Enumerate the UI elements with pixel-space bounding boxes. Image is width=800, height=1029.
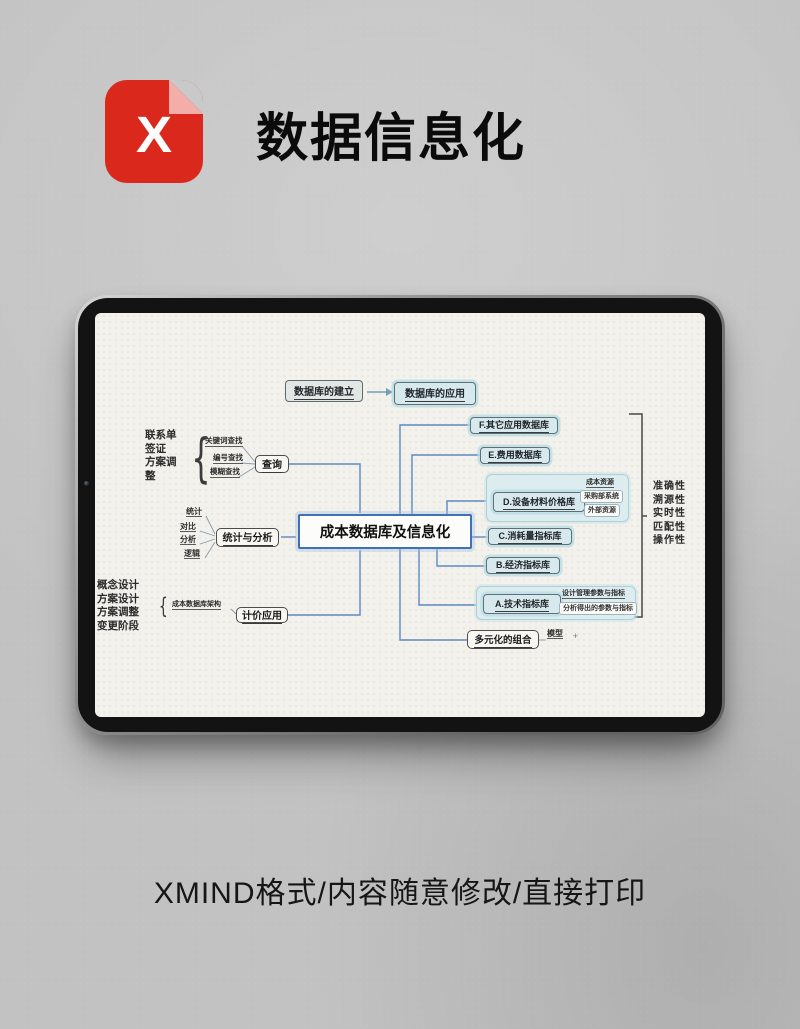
tablet-camera-icon (84, 481, 89, 486)
node-model: 模型 (547, 629, 563, 640)
node-a-child-1: 设计管理参数与指标 (562, 590, 625, 600)
pricing-note-2: 方案设计 (97, 592, 139, 605)
tablet-screen: 数据库的建立 数据库的应用 成本数据库及信息化 F.其它应用数据库 E.费用数据… (95, 313, 705, 717)
stats-child-2: 对比 (180, 522, 196, 533)
node-db-establish: 数据库的建立 (285, 380, 363, 402)
stats-child-4: 逻辑 (184, 549, 200, 560)
node-b-economic-db: B.经济指标库 (486, 557, 560, 574)
pricing-notes: 概念设计 方案设计 方案调整 变更阶段 (97, 579, 139, 633)
node-d-group: D.设备材料价格库 成本资源 采购部系统 外部资源 (486, 474, 629, 522)
node-d-material-price-db: D.设备材料价格库 (493, 492, 585, 512)
quality-4: 匹配性 (653, 521, 686, 533)
quality-3: 实时性 (653, 508, 686, 519)
query-notes: 联系单 签证 方案调整 (145, 429, 179, 483)
query-child-1: 关键词查找 (205, 436, 243, 447)
node-c-consumption-db: C.消耗量指标库 (488, 528, 572, 545)
pricing-brace-icon (159, 595, 168, 617)
quality-5: 操作性 (653, 535, 686, 546)
node-d-child-1: 成本资源 (586, 479, 614, 489)
tablet-frame: 数据库的建立 数据库的应用 成本数据库及信息化 F.其它应用数据库 E.费用数据… (75, 295, 725, 735)
bracket-qualities: 准确性 溯源性 实时性 匹配性 操作性 (653, 480, 686, 548)
stats-child-1: 统计 (186, 507, 202, 518)
query-note-1: 联系单 (145, 429, 177, 441)
node-db-apply: 数据库的应用 (394, 382, 476, 405)
xmind-logo-letter: X (135, 106, 173, 163)
node-d-child-2: 采购部系统 (580, 490, 623, 503)
query-child-2: 编号查找 (213, 453, 243, 464)
node-a-technical-db: A.技术指标库 (483, 594, 561, 614)
page-title: 数据信息化 (256, 110, 527, 168)
node-a-group: A.技术指标库 设计管理参数与指标 分析得出的参数与指标 (476, 586, 637, 620)
query-child-3: 模糊查找 (210, 467, 240, 478)
tablet-bezel: 数据库的建立 数据库的应用 成本数据库及信息化 F.其它应用数据库 E.费用数据… (78, 298, 722, 732)
xmind-logo: X (105, 80, 203, 183)
node-a-child-2: 分析得出的参数与指标 (559, 602, 637, 615)
pricing-note-3: 方案调整 (97, 606, 139, 618)
node-e-expense-db: E.费用数据库 (480, 447, 550, 464)
node-pricing: 计价应用 (236, 607, 288, 624)
mindmap-connectors (199, 388, 647, 641)
collapse-plus-icon (571, 632, 580, 641)
node-d-child-3: 外部资源 (584, 504, 620, 517)
footer-caption: XMIND格式/内容随意修改/直接打印 (153, 877, 647, 910)
query-note-2: 签证 (145, 442, 166, 455)
quality-1: 准确性 (653, 481, 686, 492)
node-query: 查询 (255, 455, 289, 473)
node-root: 成本数据库及信息化 (298, 514, 472, 549)
pricing-note-1: 概念设计 (97, 579, 139, 591)
node-stats: 统计与分析 (216, 528, 279, 547)
pricing-note-4: 变更阶段 (97, 619, 139, 632)
query-brace-icon (191, 431, 210, 486)
node-combo: 多元化的组合 (467, 630, 539, 649)
query-note-3: 方案调整 (145, 456, 177, 482)
stats-child-3: 分析 (180, 535, 196, 546)
quality-2: 溯源性 (653, 494, 686, 506)
pricing-child-1: 成本数据库架构 (172, 601, 221, 611)
node-f-other-db: F.其它应用数据库 (470, 417, 558, 434)
